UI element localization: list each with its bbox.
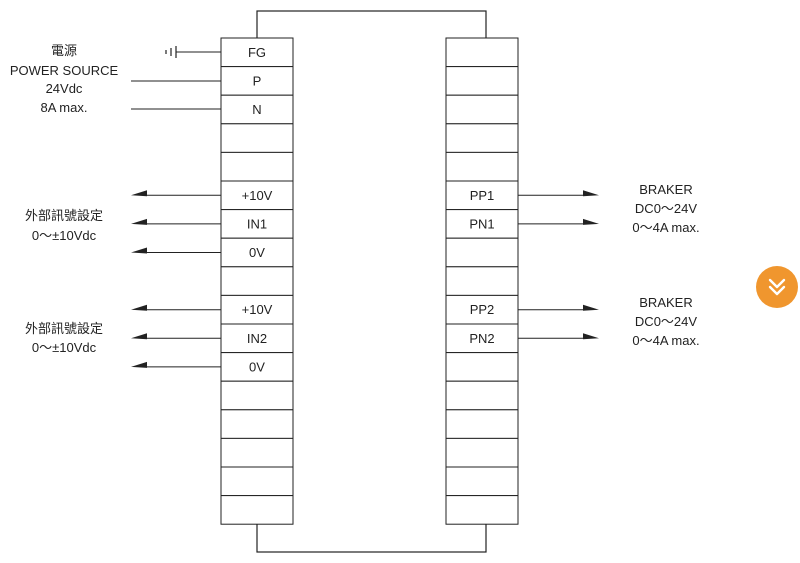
arrow-left-icon (131, 218, 147, 225)
input1-label-line1: 外部訊號設定 (25, 208, 103, 223)
arrow-left-icon (131, 333, 147, 340)
right-terminal (445, 380, 519, 411)
input2-label-line2: 0～±10Vdc (32, 340, 97, 355)
left-terminal (220, 466, 294, 497)
output-wire (518, 190, 599, 197)
power-label-line4: 8A max. (41, 100, 88, 115)
input-wire (131, 304, 221, 311)
right-terminal (445, 437, 519, 468)
arrow-right-icon (583, 190, 599, 197)
left-terminal: 0V (220, 352, 294, 382)
left-terminal-label: +10V (242, 188, 273, 203)
left-terminal-label: 0V (249, 245, 265, 260)
left-terminal: FG (220, 37, 294, 68)
left-terminal: N (220, 94, 294, 125)
output2-label-line2: DC0～24V (635, 314, 697, 329)
left-terminal: P (220, 66, 294, 96)
input2-label: 外部訊號設定 0～±10Vdc (25, 321, 103, 355)
output2-label: BRAKER DC0～24V 0～4A max. (632, 295, 699, 348)
arrow-left-icon (131, 361, 147, 368)
left-terminal-label: N (252, 102, 261, 117)
left-terminal (220, 266, 294, 296)
right-terminal-label: PP1 (470, 188, 495, 203)
input-wire (131, 247, 221, 254)
input-wire (131, 333, 221, 340)
left-terminal (220, 380, 294, 411)
left-terminal: 0V (220, 237, 294, 268)
input-wire (131, 361, 221, 368)
power-wiring (131, 46, 221, 110)
output-wire (518, 218, 599, 225)
left-terminal: IN1 (220, 209, 294, 239)
arrow-right-icon (583, 333, 599, 340)
output-wire (518, 304, 599, 311)
output1-label-line3: 0～4A max. (632, 220, 699, 235)
left-terminal: +10V (220, 294, 294, 325)
right-terminal: PN1 (445, 209, 519, 239)
right-terminal (445, 66, 519, 96)
right-terminal (445, 352, 519, 382)
input1-label: 外部訊號設定 0～±10Vdc (25, 208, 103, 243)
output-wiring (518, 190, 599, 340)
right-terminal: PN2 (445, 323, 519, 354)
scroll-down-button[interactable] (756, 266, 798, 308)
left-terminal: IN2 (220, 323, 294, 354)
left-terminal (220, 495, 294, 525)
right-terminal (445, 37, 519, 68)
input-wire (131, 190, 221, 197)
arrow-left-icon (131, 247, 147, 254)
left-terminal (220, 123, 294, 153)
left-terminal-block: FG PN +10V IN1 0V +10V IN2 0V (220, 37, 294, 525)
right-terminal (445, 123, 519, 153)
right-terminal (445, 94, 519, 125)
left-terminal-label: P (253, 73, 262, 88)
output1-label-line2: DC0～24V (635, 201, 697, 216)
output-wire (518, 333, 599, 340)
input-wire (131, 218, 221, 225)
power-label: 電源 POWER SOURCE 24Vdc 8A max. (10, 43, 119, 115)
right-terminal: PP2 (445, 294, 519, 325)
input2-label-line1: 外部訊號設定 (25, 321, 103, 336)
right-terminal (445, 495, 519, 525)
right-terminal (445, 466, 519, 497)
left-terminal (220, 151, 294, 182)
right-terminal: PP1 (445, 180, 519, 211)
left-terminal-label: +10V (242, 302, 273, 317)
output2-label-line1: BRAKER (639, 295, 692, 310)
left-terminal-label: IN2 (247, 331, 267, 346)
input1-label-line2: 0～±10Vdc (32, 228, 97, 243)
right-terminal (445, 409, 519, 439)
left-terminal-label: FG (248, 45, 266, 60)
double-chevron-down-icon (768, 278, 786, 296)
right-terminal (445, 266, 519, 296)
output2-label-line3: 0～4A max. (632, 333, 699, 348)
left-terminal: +10V (220, 180, 294, 211)
arrow-right-icon (583, 218, 599, 225)
power-label-line3: 24Vdc (46, 81, 83, 96)
arrow-left-icon (131, 304, 147, 311)
left-terminal-label: 0V (249, 359, 265, 374)
power-label-line1: 電源 (51, 43, 77, 58)
right-terminal (445, 151, 519, 182)
left-terminal-label: IN1 (247, 216, 267, 231)
left-terminal (220, 409, 294, 439)
ground-icon (165, 46, 177, 58)
left-terminal (220, 437, 294, 468)
power-label-line2: POWER SOURCE (10, 63, 119, 78)
output1-label: BRAKER DC0～24V 0～4A max. (632, 182, 699, 235)
arrow-left-icon (131, 190, 147, 197)
right-terminal (445, 237, 519, 268)
right-terminal-label: PN1 (469, 216, 494, 231)
arrow-right-icon (583, 304, 599, 311)
output1-label-line1: BRAKER (639, 182, 692, 197)
input-wiring (131, 190, 221, 368)
right-terminal-label: PP2 (470, 302, 495, 317)
right-terminal-label: PN2 (469, 331, 494, 346)
